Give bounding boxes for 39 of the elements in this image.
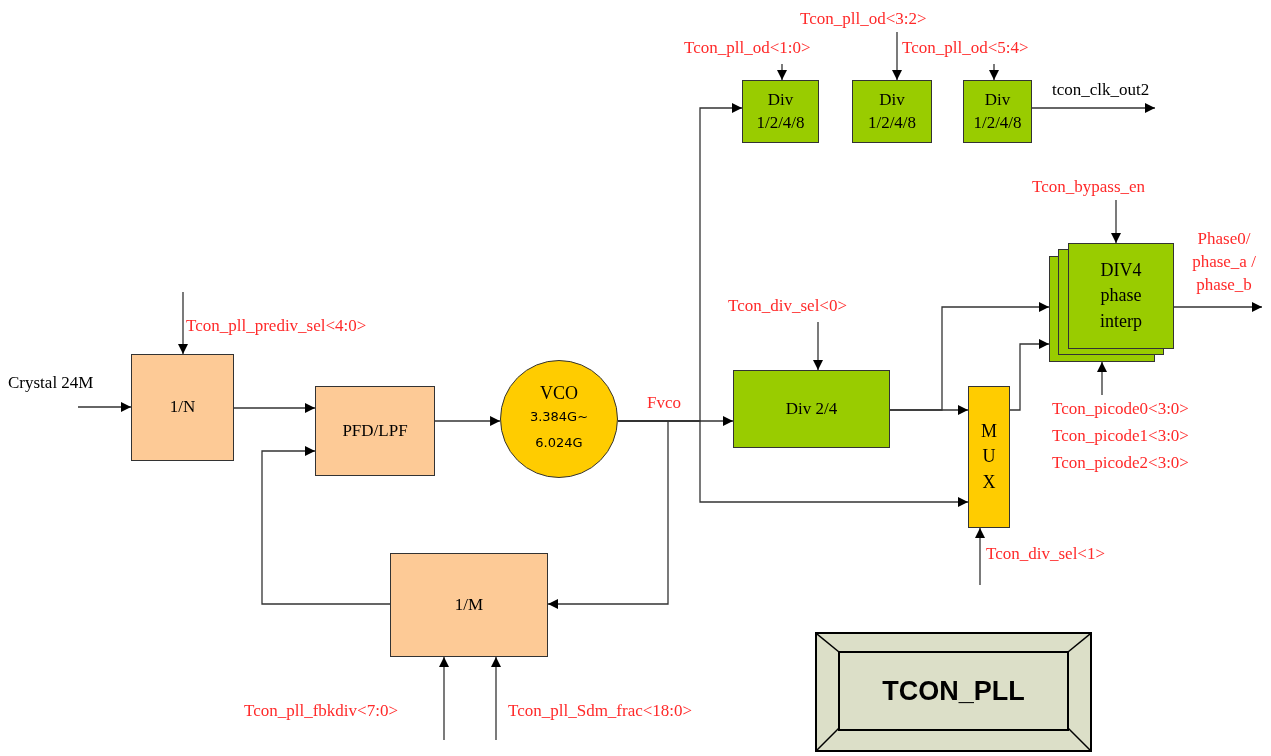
mux-box: [968, 386, 1010, 528]
arrow: [491, 656, 501, 741]
arrow: [1009, 339, 1050, 411]
arrow: [1111, 199, 1121, 244]
block-label: VCO: [540, 381, 578, 405]
block-box: [390, 553, 548, 657]
plate-title: TCON_PLL: [882, 674, 1025, 708]
signal-label: Tcon_picode2<3:0>: [1052, 452, 1190, 475]
signal-label: Tcon_picode1<3:0>: [1052, 425, 1190, 448]
arrow: [777, 63, 787, 81]
signal-label: Tcon_picode0<3:0>: [1052, 398, 1190, 420]
block-label: 1/N: [168, 396, 197, 419]
block-label: M U X: [980, 420, 998, 494]
arrow: [975, 527, 985, 586]
block-label: Div 1/2/4/8: [866, 88, 918, 134]
block-label: 1/M: [453, 593, 485, 616]
arrow: [233, 403, 316, 413]
block-label: Div 1/2/4/8: [972, 88, 1023, 134]
title-plate: [815, 632, 1092, 752]
arrow: [1031, 103, 1156, 113]
block-label: DIV4 phase interp: [1099, 259, 1143, 333]
arrow: [439, 656, 449, 741]
block-label: Div 1/2/4/8: [755, 88, 806, 134]
arrow: [1173, 302, 1263, 312]
block-box: [315, 386, 435, 476]
arrow: [178, 291, 188, 355]
block-label: PFD/LPF: [341, 419, 409, 442]
frequency-range: 3.384G~ 6.024G: [528, 408, 590, 453]
arrow: [989, 63, 999, 81]
block-label: Div 2/4: [784, 397, 839, 420]
arrow: [77, 402, 132, 412]
arrow: [434, 416, 501, 426]
arrow: [547, 420, 669, 609]
arrow: [889, 405, 969, 415]
block-box: [131, 354, 234, 461]
arrow: [813, 321, 823, 371]
arrow: [1097, 361, 1107, 396]
arrow: [261, 446, 391, 605]
arrow: [892, 31, 902, 81]
